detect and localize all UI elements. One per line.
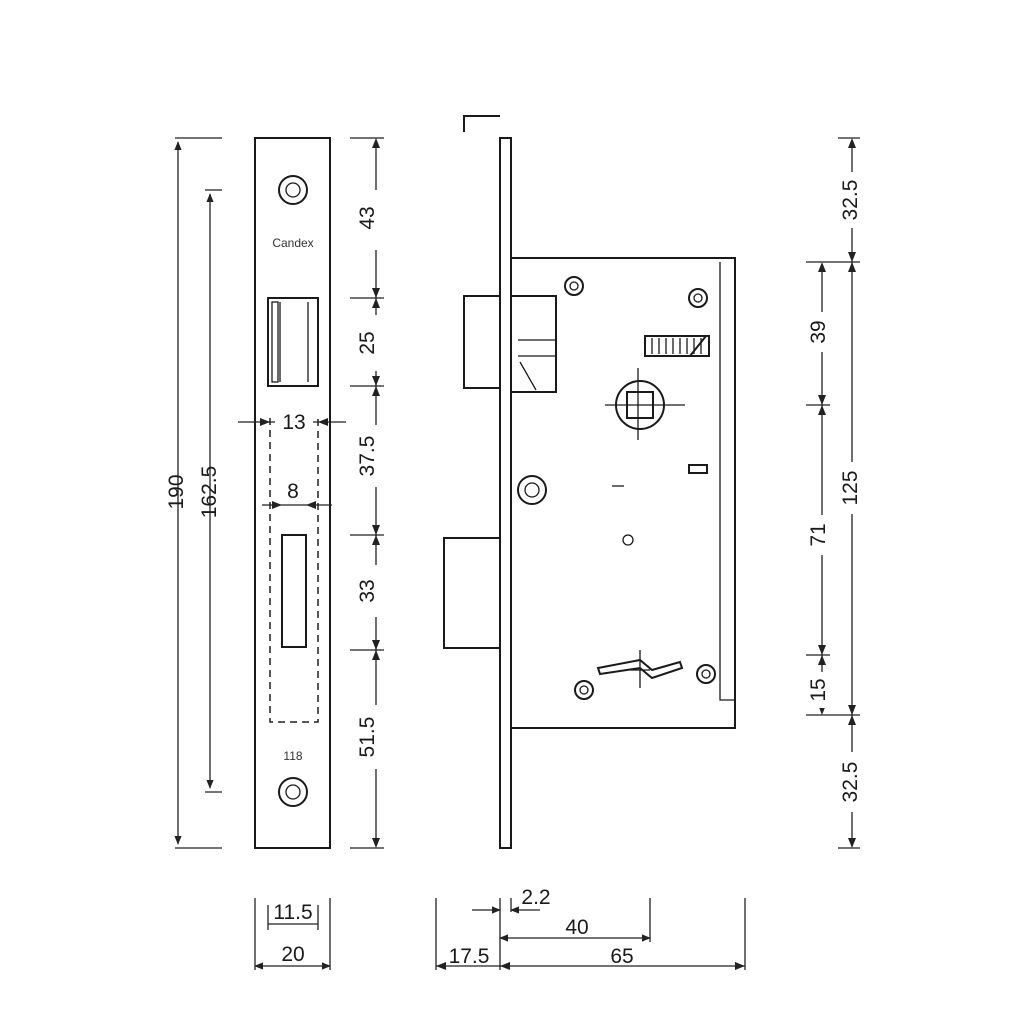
bolt-width-label: 8 — [287, 480, 299, 503]
case-screw-icon — [688, 288, 708, 308]
seg-top-label: 43 — [356, 206, 379, 229]
right-case-height-label: 125 — [839, 470, 862, 505]
faceplate-width-dims: 13 8 — [238, 408, 346, 509]
latch-bolt — [463, 295, 501, 389]
plate-width-label: 20 — [281, 943, 304, 966]
model-text: 118 — [283, 749, 302, 763]
overall-height-label: 190 — [165, 474, 188, 509]
right-top-label: 32.5 — [839, 180, 862, 221]
latch-lever — [644, 335, 710, 357]
plate-inner-width-label: 11.5 — [273, 901, 312, 924]
seg-mid-label: 37.5 — [356, 436, 379, 477]
bottom-screw-hole — [278, 777, 308, 807]
faceplate-height-dims: 190 162.5 — [165, 137, 222, 849]
overall-depth-label: 65 — [610, 945, 633, 968]
case-slot — [688, 464, 708, 474]
side-view-right-dims: 32.5 125 32.5 39 71 15 — [806, 137, 866, 849]
latch-width-label: 13 — [282, 411, 305, 434]
plate-thickness-label: 2.2 — [521, 886, 550, 909]
right-key-bottom-label: 15 — [807, 678, 830, 701]
dead-bolt — [443, 537, 501, 649]
front-plate-profile — [499, 137, 512, 849]
lock-body-hidden-outline — [269, 418, 319, 723]
pivot-pin — [622, 534, 634, 546]
case-screw-icon — [574, 680, 594, 700]
bolt-opening — [281, 534, 307, 648]
faceplate-outline — [254, 137, 331, 849]
latch-opening — [267, 297, 319, 387]
faceplate-view: Candex 118 — [254, 137, 331, 849]
lock-case — [511, 257, 736, 729]
backset-label: 17.5 — [449, 945, 490, 968]
case-screw-icon — [696, 664, 716, 684]
cylinder-hole — [517, 475, 547, 505]
case-screw-icon — [564, 276, 584, 296]
right-spindle-key-label: 71 — [807, 523, 830, 546]
body-depth-label: 40 — [565, 916, 588, 939]
side-view — [443, 115, 736, 849]
top-screw-hole — [278, 175, 308, 205]
seg-bolt-label: 33 — [356, 579, 379, 602]
right-case-top-label: 39 — [807, 320, 830, 343]
right-bottom-label: 32.5 — [839, 762, 862, 803]
faceplate-bottom-dims: 11.5 20 — [254, 898, 331, 970]
brand-text: Candex — [272, 236, 313, 250]
seg-latch-label: 25 — [356, 331, 379, 354]
seg-bottom-label: 51.5 — [356, 717, 379, 758]
faceplate-segment-dims: 43 25 37.5 33 51.5 — [350, 137, 384, 849]
side-view-bottom-dims: 2.2 40 17.5 65 — [435, 886, 746, 970]
screw-spacing-label: 162.5 — [198, 466, 221, 519]
key-lever — [596, 650, 684, 688]
spindle-follower — [605, 368, 685, 440]
